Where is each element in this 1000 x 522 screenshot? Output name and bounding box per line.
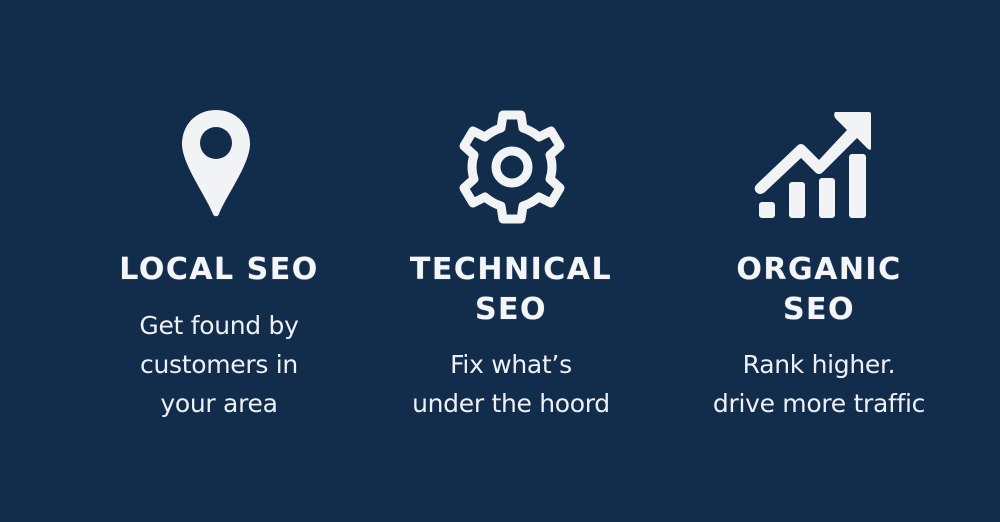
service-tagline: Get found by customers in your area [139,311,299,418]
service-heading: TECHNICAL SEO [409,252,613,327]
service-heading: LOCAL SEO [119,252,319,287]
service-tagline: Rank higher. drive more traffic [712,350,926,418]
service-heading: ORGANIC SEO [736,252,902,327]
gear-icon [459,110,565,224]
growth-chart-icon [754,112,871,218]
map-pin-icon [182,110,250,217]
service-tagline: Fix what’s under the hoord [412,350,610,418]
